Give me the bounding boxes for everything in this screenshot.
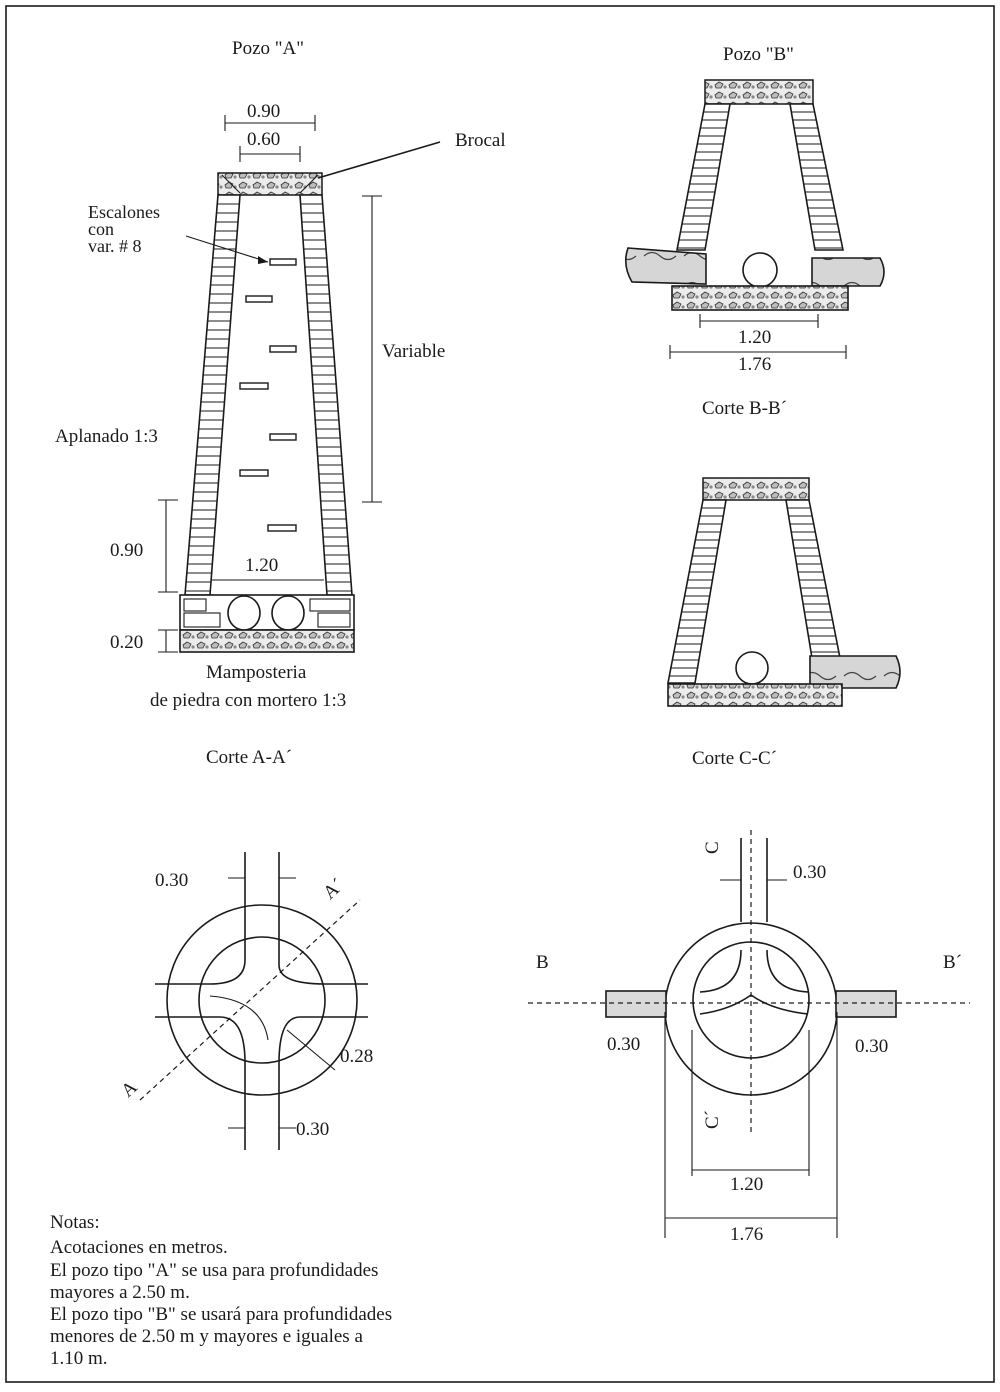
pozo-b-stone-base [671,285,849,311]
notes-line-4: El pozo tipo "B" se usará para profundid… [50,1304,392,1325]
brocal-label: Brocal [455,130,506,151]
pozo-c-section: Corte C-C´ [667,477,901,769]
dim-a-bottom-height: 0.90 [110,540,143,561]
plan-a: A A´ 0.30 0.28 0.30 [117,852,373,1150]
pozo-c-stone-base [667,683,843,707]
notes-line-6: 1.10 m. [50,1348,108,1369]
dim-plan-a-pipe-bottom: 0.30 [296,1119,329,1140]
dim-plan-b-pipe-top: 0.30 [793,862,826,883]
pozo-c-left-wall [667,499,727,684]
aplanado-label: Aplanado 1:3 [55,426,158,447]
dim-a-base-thick: 0.20 [110,632,143,653]
pozo-b-right-pipe [811,257,885,287]
pozo-a-section: Pozo "A" 0.90 0.60 Brocal [55,38,506,768]
escalones-label-2: con [88,219,114,239]
pozo-c-right-pipe [809,655,901,689]
corte-b-title: Corte B-B´ [702,398,787,419]
pozo-b-title: Pozo "B" [723,44,794,65]
dim-a-inner-width: 1.20 [245,555,278,576]
plan-b-right-pipe [835,990,897,1018]
dim-plan-b-inner: 1.20 [730,1174,763,1195]
notes-line-1: Acotaciones en metros. [50,1237,228,1258]
pozo-a-stone-base [179,629,355,653]
pozo-b-center-pipe [742,252,778,288]
pozo-b-left-pipe [624,247,707,285]
escalones-label-1: Escalones [88,202,160,222]
notes-title: Notas: [50,1212,100,1233]
escalones-label-3: var. # 8 [88,236,142,256]
notes-line-2: El pozo tipo "A" se usa para profundidad… [50,1260,378,1281]
mark-a-prime: A´ [319,875,348,904]
pozo-c-center-pipe [735,651,769,685]
pozo-b-brocal [704,79,814,105]
plan-a-inner-ring [198,936,326,1064]
plan-b-left-pipe [605,990,667,1018]
corte-c-title: Corte C-C´ [692,748,777,769]
corte-a-title: Corte A-A´ [206,747,292,768]
dim-b-inner: 1.20 [738,327,771,348]
dim-plan-a-wall: 0.28 [340,1046,373,1067]
dim-a-top-outer: 0.90 [247,101,280,122]
variable-label: Variable [382,341,445,362]
mark-a: A [117,1077,141,1102]
pozo-a-title: Pozo "A" [232,38,304,59]
escalones-steps [239,258,297,532]
mamposteria-label-1: Mamposteria [206,662,307,683]
pozo-a-right-wall [299,194,353,596]
mamposteria-label-2: de piedra con mortero 1:3 [150,690,346,711]
sheet-border [5,5,995,1383]
pozo-b-left-wall [676,103,731,251]
dim-a-top-inner: 0.60 [247,129,280,150]
mark-b: B [536,952,549,973]
dim-plan-b-outer: 1.76 [730,1224,763,1245]
plan-b: B B´ C C´ 0.30 0.30 0.30 1.20 1.76 [528,830,970,1245]
pozo-c-brocal [702,477,810,501]
pozo-b-right-wall [789,103,844,251]
mark-c: C [702,841,723,854]
mark-c-prime: C´ [702,1110,723,1129]
notes-line-5: menores de 2.50 m y mayores e iguales a [50,1326,363,1347]
pozo-a-left-wall [184,194,241,596]
plan-a-outer-ring [166,904,358,1096]
dim-plan-b-pipe-right: 0.30 [855,1036,888,1057]
mark-b-prime: B´ [943,952,962,973]
dim-plan-a-pipe-top: 0.30 [155,870,188,891]
dim-plan-b-pipe-left: 0.30 [607,1034,640,1055]
pipe-a-right-circle [271,595,305,631]
pozo-b-section: Pozo "B" 1.20 1.76 Corte B-B´ [624,44,885,419]
pipe-a-left-circle [227,595,261,631]
notes-line-3: mayores a 2.50 m. [50,1282,190,1303]
dim-b-outer: 1.76 [738,354,771,375]
notes-block: Notas: Acotaciones en metros. El pozo ti… [50,1212,392,1369]
brocal-cap [217,172,323,196]
